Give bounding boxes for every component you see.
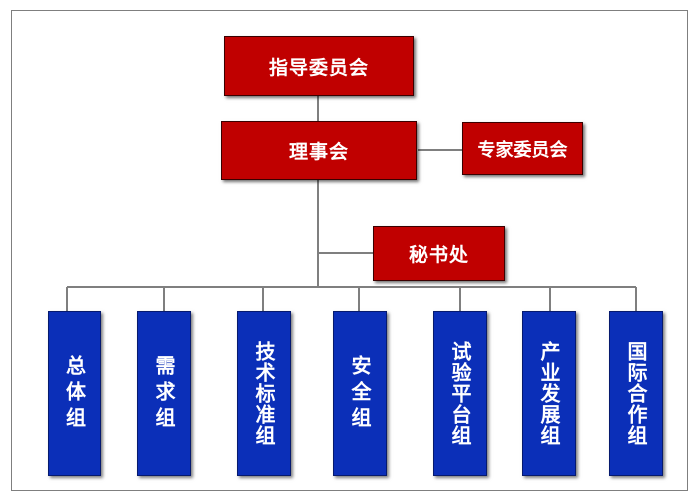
- secretariat-box: 秘书处: [373, 226, 505, 281]
- group-label-6: 产业发展组: [537, 341, 561, 446]
- group-label-3: 技术标准组: [252, 341, 276, 446]
- group-label-4: 安全组: [348, 354, 372, 433]
- group-box-4: 安全组: [333, 311, 387, 476]
- steering-committee-box: 指导委员会: [224, 36, 414, 96]
- group-box-7: 国际合作组: [609, 311, 663, 476]
- group-label-7: 国际合作组: [624, 341, 648, 446]
- steering-committee-label: 指导委员会: [268, 56, 369, 79]
- council-label: 理事会: [288, 141, 349, 163]
- group-label-1: 总体组: [62, 354, 87, 433]
- council-box: 理事会: [221, 121, 417, 180]
- secretariat-label: 秘书处: [408, 244, 469, 266]
- group-label-5: 试验平台组: [448, 341, 472, 446]
- group-label-2: 需求组: [152, 354, 176, 433]
- group-box-3: 技术标准组: [237, 311, 291, 476]
- expert-committee-label: 专家委员会: [477, 139, 568, 161]
- group-box-6: 产业发展组: [522, 311, 576, 476]
- group-box-5: 试验平台组: [433, 311, 487, 476]
- group-box-1: 总体组: [48, 311, 101, 476]
- expert-committee-box: 专家委员会: [462, 122, 583, 175]
- group-box-2: 需求组: [137, 311, 191, 476]
